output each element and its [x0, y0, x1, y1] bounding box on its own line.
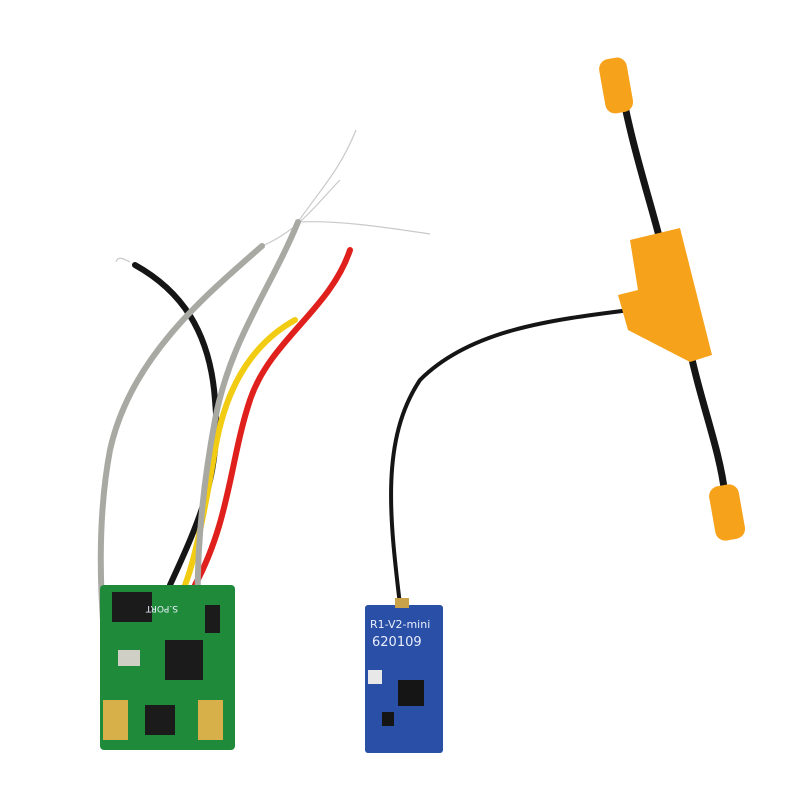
receiver-board-green: S.PORT [100, 585, 235, 750]
t-antenna [389, 57, 746, 606]
board-serial-label: 620109 [372, 635, 422, 650]
yellow-wire [182, 317, 298, 588]
board-model-label: R1-V2-mini [370, 618, 430, 631]
receiver-board-blue: R1-V2-mini 620109 [365, 598, 443, 753]
black-wire [132, 262, 220, 588]
bare-wires [115, 129, 431, 263]
board-silkscreen-label: S.PORT [145, 603, 178, 613]
red-wire [192, 247, 353, 588]
